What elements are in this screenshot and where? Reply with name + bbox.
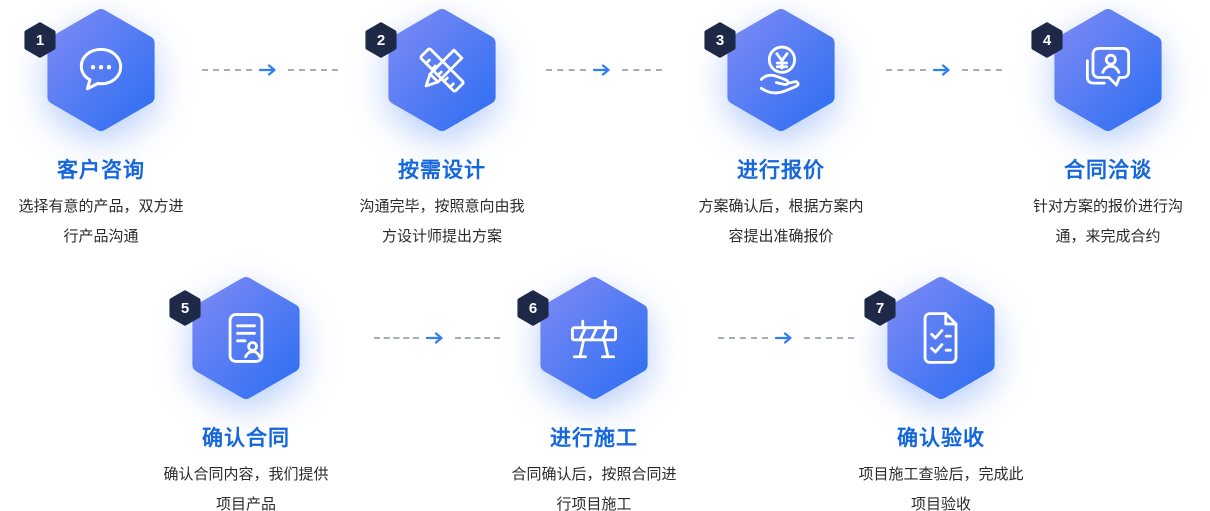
connector-6-7: [718, 331, 854, 345]
step-title: 客户咨询: [57, 159, 145, 182]
step-description: 合同确认后，按照合同进 行项目施工: [474, 460, 714, 511]
step-number: 4: [1042, 31, 1052, 49]
step-number: 6: [528, 299, 538, 317]
description-line: 方设计师提出方案: [381, 228, 502, 245]
dashed-line: [718, 337, 768, 339]
step-number: 2: [376, 31, 386, 49]
step-3-hexagon: 3: [717, 8, 845, 132]
step-7-hexagon: 7: [877, 276, 1005, 400]
dashed-line: [202, 69, 252, 71]
description-line: 容提出准确报价: [728, 228, 834, 245]
step-number-badge: 5: [169, 290, 201, 326]
dashed-line: [374, 337, 419, 339]
step-3: 3 进行报价 方案确认后，根据方案内 容提出准确报价: [661, 8, 901, 252]
description-line: 项目产品: [215, 496, 276, 511]
dashed-line: [288, 69, 338, 71]
step-title: 进行报价: [737, 159, 825, 182]
customer-chat-icon: [1085, 47, 1131, 87]
arrow-right-icon: [593, 64, 610, 76]
step-description: 选择有意的产品，双方进 行产品沟通: [0, 192, 221, 252]
step-title: 进行施工: [550, 427, 638, 450]
construction-barrier-icon: [571, 319, 617, 359]
step-1-hexagon: 1: [37, 8, 165, 132]
step-6: 6 进行施工 合同确认后，按照合同进 行项目施工: [474, 276, 714, 511]
dashed-line: [886, 69, 926, 71]
description-line: 合同确认后，按照合同进: [511, 466, 677, 483]
step-4-hexagon: 4: [1044, 8, 1172, 132]
step-description: 项目施工查验后，完成此 项目验收: [821, 460, 1061, 511]
yuan-coin-hand-icon: [759, 45, 800, 95]
description-line: 行产品沟通: [63, 228, 139, 245]
dashed-line: [804, 337, 854, 339]
step-number-badge: 3: [704, 22, 736, 58]
chat-bubble-icon: [79, 47, 123, 91]
dashed-line: [455, 337, 500, 339]
connector-2-3: [546, 63, 662, 77]
step-2-hexagon: 2: [378, 8, 506, 132]
description-line: 选择有意的产品，双方进: [18, 198, 184, 215]
description-line: 方案确认后，根据方案内: [698, 198, 864, 215]
step-2: 2 按需设计 沟通完毕，按照意向由我 方设计师提出方案: [322, 8, 562, 252]
description-line: 通，来完成合约: [1055, 228, 1161, 245]
step-5: 5 确认合同 确认合同内容，我们提供 项目产品: [126, 276, 366, 511]
step-number: 7: [875, 299, 885, 317]
step-number: 1: [35, 31, 45, 49]
dashed-line: [546, 69, 586, 71]
step-number-badge: 2: [365, 22, 397, 58]
arrow-right-icon: [933, 64, 950, 76]
description-line: 确认合同内容，我们提供: [163, 466, 329, 483]
step-title: 确认验收: [897, 427, 985, 450]
connector-5-6: [374, 331, 500, 345]
connector-1-2: [202, 63, 338, 77]
step-description: 确认合同内容，我们提供 项目产品: [126, 460, 366, 511]
step-5-hexagon: 5: [182, 276, 310, 400]
step-description: 方案确认后，根据方案内 容提出准确报价: [661, 192, 901, 252]
step-number-badge: 7: [864, 290, 896, 326]
step-number: 5: [180, 299, 190, 317]
step-number-badge: 4: [1031, 22, 1063, 58]
step-1: 1 客户咨询 选择有意的产品，双方进 行产品沟通: [0, 8, 221, 252]
description-line: 行项目施工: [556, 496, 632, 511]
description-line: 沟通完毕，按照意向由我: [359, 198, 525, 215]
contract-document-icon: [228, 313, 264, 363]
step-number-badge: 1: [24, 22, 56, 58]
description-line: 项目验收: [910, 496, 971, 511]
step-number-badge: 6: [517, 290, 549, 326]
step-description: 沟通完毕，按照意向由我 方设计师提出方案: [322, 192, 562, 252]
description-line: 针对方案的报价进行沟: [1032, 198, 1183, 215]
step-number: 3: [715, 31, 725, 49]
checklist-document-icon: [923, 312, 958, 364]
arrow-right-icon: [775, 332, 792, 344]
arrow-right-icon: [259, 64, 276, 76]
step-title: 按需设计: [398, 159, 486, 182]
step-description: 针对方案的报价进行沟 通，来完成合约: [988, 192, 1210, 252]
step-6-hexagon: 6: [530, 276, 658, 400]
connector-3-4: [886, 63, 1002, 77]
step-7: 7 确认验收 项目施工查验后，完成此 项目验收: [821, 276, 1061, 511]
pencil-ruler-icon: [418, 46, 466, 94]
arrow-right-icon: [426, 332, 443, 344]
description-line: 项目施工查验后，完成此: [858, 466, 1024, 483]
dashed-line: [622, 69, 662, 71]
step-title: 确认合同: [202, 427, 290, 450]
step-title: 合同洽谈: [1064, 159, 1152, 182]
dashed-line: [962, 69, 1002, 71]
step-4: 4 合同洽谈 针对方案的报价进行沟 通，来完成合约: [988, 8, 1210, 252]
